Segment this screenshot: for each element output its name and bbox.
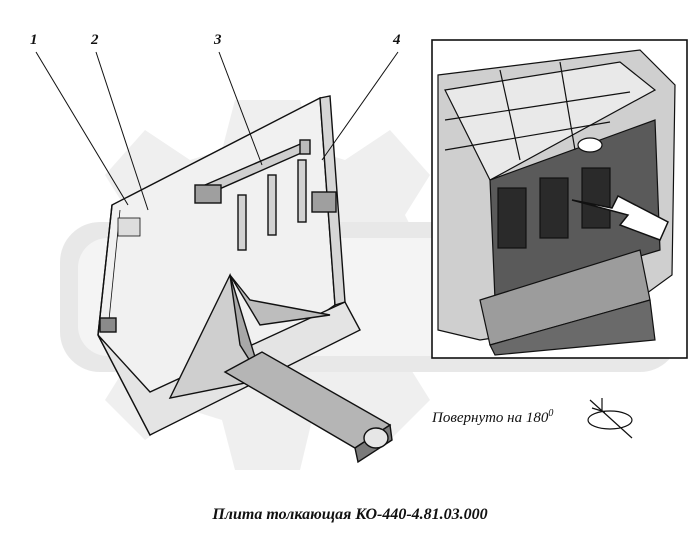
rotation-note-text: Повернуто на 180 (432, 410, 549, 426)
strut-2 (267, 174, 277, 236)
callout-2: 2 (91, 32, 99, 48)
pushing-plate-drawing (97, 95, 393, 464)
figure-caption: Плита толкающая КО-440-4.81.03.000 (212, 506, 488, 523)
inset-view (431, 39, 688, 359)
strut-1 (237, 194, 247, 251)
callout-3: 3 (214, 32, 222, 48)
rotation-note: Повернуто на 1800 (432, 408, 553, 427)
bracket-right (311, 191, 337, 213)
direction-arrow (571, 194, 669, 241)
plate-label-plate (117, 217, 141, 237)
bracket-left (194, 184, 222, 204)
beam-end-socket (363, 427, 389, 449)
rotation-note-degree: 0 (548, 408, 554, 419)
strut-3 (297, 159, 307, 223)
callout-4: 4 (393, 32, 401, 48)
callout-1: 1 (30, 32, 38, 48)
leader-lines (35, 51, 399, 211)
rotation-symbol (587, 398, 633, 439)
